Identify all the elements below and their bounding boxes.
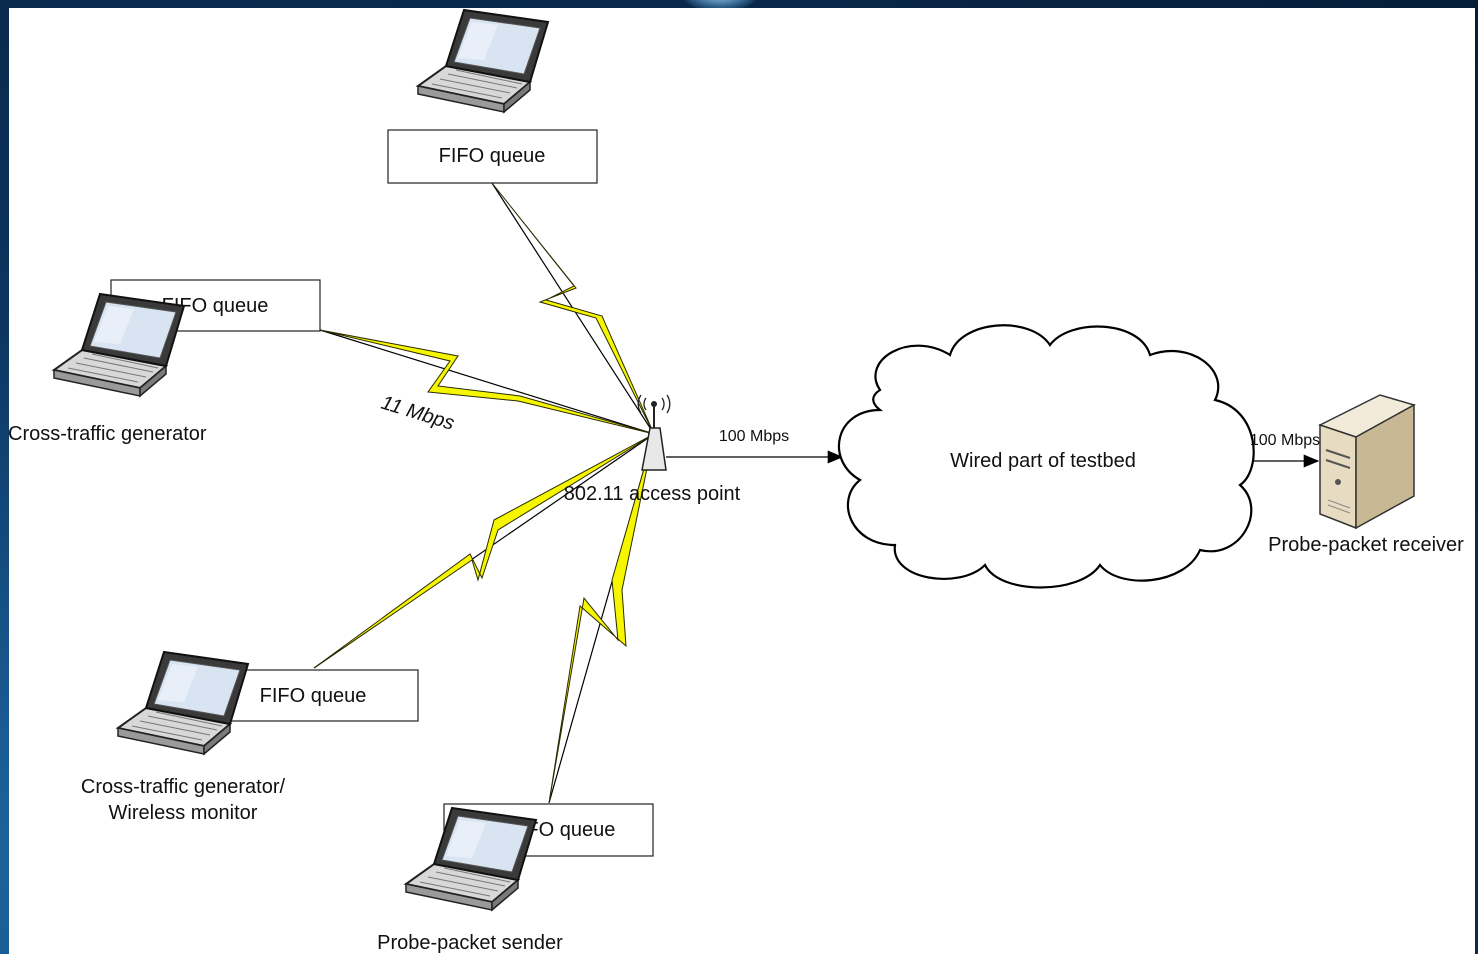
- cloud-label: Wired part of testbed: [950, 450, 1136, 472]
- link-ap-cloud-rate-label: 100 Mbps: [719, 428, 789, 445]
- queue-box-lower-left: FIFO queue: [221, 669, 419, 722]
- link-cloud-server-rate-label: 100 Mbps: [1250, 432, 1320, 449]
- access-point-icon: [637, 394, 671, 471]
- laptop-icon: [117, 651, 249, 755]
- server-icon: [1318, 394, 1416, 530]
- cross-traffic-monitor-label-line1: Cross-traffic generator/: [81, 776, 286, 798]
- cross-traffic-monitor-label-line2: Wireless monitor: [109, 802, 258, 824]
- laptop-icon: [53, 293, 185, 397]
- queue-label-left: FIFO queue: [162, 295, 269, 317]
- access-point-label: 802.11 access point: [564, 483, 741, 505]
- laptop-icon: [405, 807, 537, 911]
- wired-testbed-cloud: Wired part of testbed: [837, 324, 1255, 589]
- cross-traffic-generator-label: Cross-traffic generator: [8, 423, 207, 445]
- laptop-icon: [417, 9, 549, 113]
- probe-packet-sender-label: Probe-packet sender: [377, 932, 563, 954]
- queue-label-lower-left: FIFO queue: [260, 685, 367, 707]
- probe-packet-receiver-label: Probe-packet receiver: [1268, 534, 1464, 556]
- queue-label-top: FIFO queue: [439, 145, 546, 167]
- queue-box-top: FIFO queue: [387, 129, 598, 184]
- wireless-rate-label: 11 Mbps: [379, 392, 457, 435]
